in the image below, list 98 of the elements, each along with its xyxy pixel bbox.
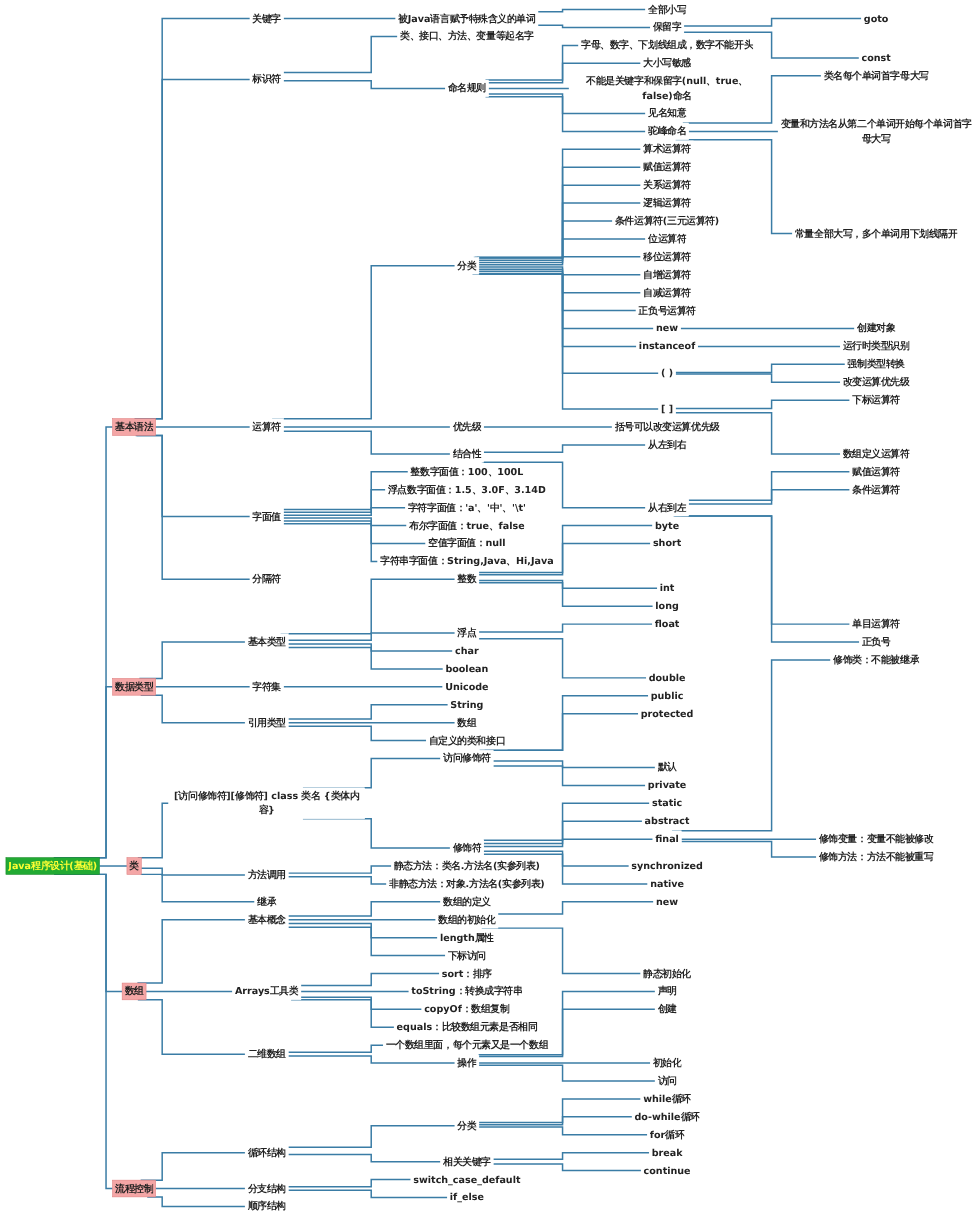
connector (282, 489, 387, 514)
connector (492, 760, 656, 769)
connector (482, 838, 654, 848)
connector (473, 148, 642, 259)
connector (478, 266, 642, 276)
connector (537, 24, 652, 29)
connector (478, 1116, 633, 1126)
connector (680, 840, 818, 858)
connector (674, 399, 851, 410)
connector (687, 130, 779, 133)
connector (492, 765, 647, 787)
connector (674, 412, 842, 455)
connector (282, 523, 379, 563)
connector (680, 838, 818, 840)
connector (478, 256, 642, 266)
connector (154, 426, 251, 428)
connector (287, 704, 449, 720)
connector (482, 853, 649, 885)
connector (145, 990, 234, 993)
connector (154, 1187, 246, 1190)
connector (287, 922, 439, 939)
connector (478, 272, 655, 330)
connector (140, 867, 246, 876)
connector (478, 220, 614, 261)
connector (287, 1125, 456, 1148)
connector (282, 17, 397, 20)
connector (287, 865, 393, 874)
connector (484, 96, 647, 133)
connector (287, 643, 454, 652)
connector (478, 579, 659, 590)
connector (478, 1064, 656, 1082)
connector (300, 996, 423, 1011)
connector (478, 542, 652, 576)
connector (282, 430, 451, 455)
connector (282, 471, 409, 511)
connector (137, 802, 170, 859)
connector (482, 426, 613, 428)
connector (482, 802, 651, 841)
connector (287, 901, 442, 917)
connector (282, 426, 451, 428)
connector (287, 1044, 384, 1054)
connector (482, 850, 630, 867)
connector (287, 919, 437, 921)
connector (487, 93, 647, 115)
connector (287, 725, 428, 742)
connector (287, 632, 456, 641)
connector (282, 80, 447, 90)
connector (679, 327, 856, 330)
connector (537, 8, 647, 13)
connector (481, 461, 647, 509)
connector (477, 990, 656, 1056)
connector (487, 62, 642, 84)
connector (487, 87, 570, 90)
connector (674, 373, 842, 383)
connector (282, 35, 399, 74)
connector (98, 865, 128, 867)
connector (497, 901, 655, 915)
connector (282, 686, 444, 688)
connector (478, 1008, 656, 1058)
connector (282, 506, 407, 516)
connector (478, 581, 654, 607)
connector (696, 345, 842, 348)
connector (478, 1126, 649, 1136)
connector (287, 1189, 449, 1199)
connector (492, 1163, 642, 1172)
connector (287, 926, 447, 957)
connector (478, 270, 637, 312)
connector (478, 1062, 652, 1064)
connector (478, 524, 654, 574)
connector (482, 444, 647, 454)
connector (300, 990, 410, 993)
connector (478, 202, 642, 259)
connector (478, 238, 647, 264)
connector (674, 363, 846, 374)
connector (287, 1055, 456, 1064)
connector (484, 44, 580, 81)
connector (492, 1151, 650, 1160)
connector (683, 17, 863, 27)
connector (683, 31, 860, 59)
connector (474, 166, 642, 259)
connector (300, 972, 441, 987)
connector (287, 876, 388, 885)
connector (154, 686, 251, 688)
connector (687, 489, 851, 505)
connector (478, 623, 654, 633)
connector (287, 1178, 412, 1188)
connector (478, 637, 648, 679)
connector (478, 1098, 642, 1124)
connector (287, 721, 456, 724)
connector (687, 471, 851, 502)
connector (478, 268, 642, 294)
connector (282, 517, 408, 527)
connector (287, 646, 444, 670)
connector (287, 1153, 442, 1163)
connector (139, 873, 256, 903)
connector (482, 820, 643, 845)
connector (282, 520, 427, 545)
connector (476, 184, 642, 259)
